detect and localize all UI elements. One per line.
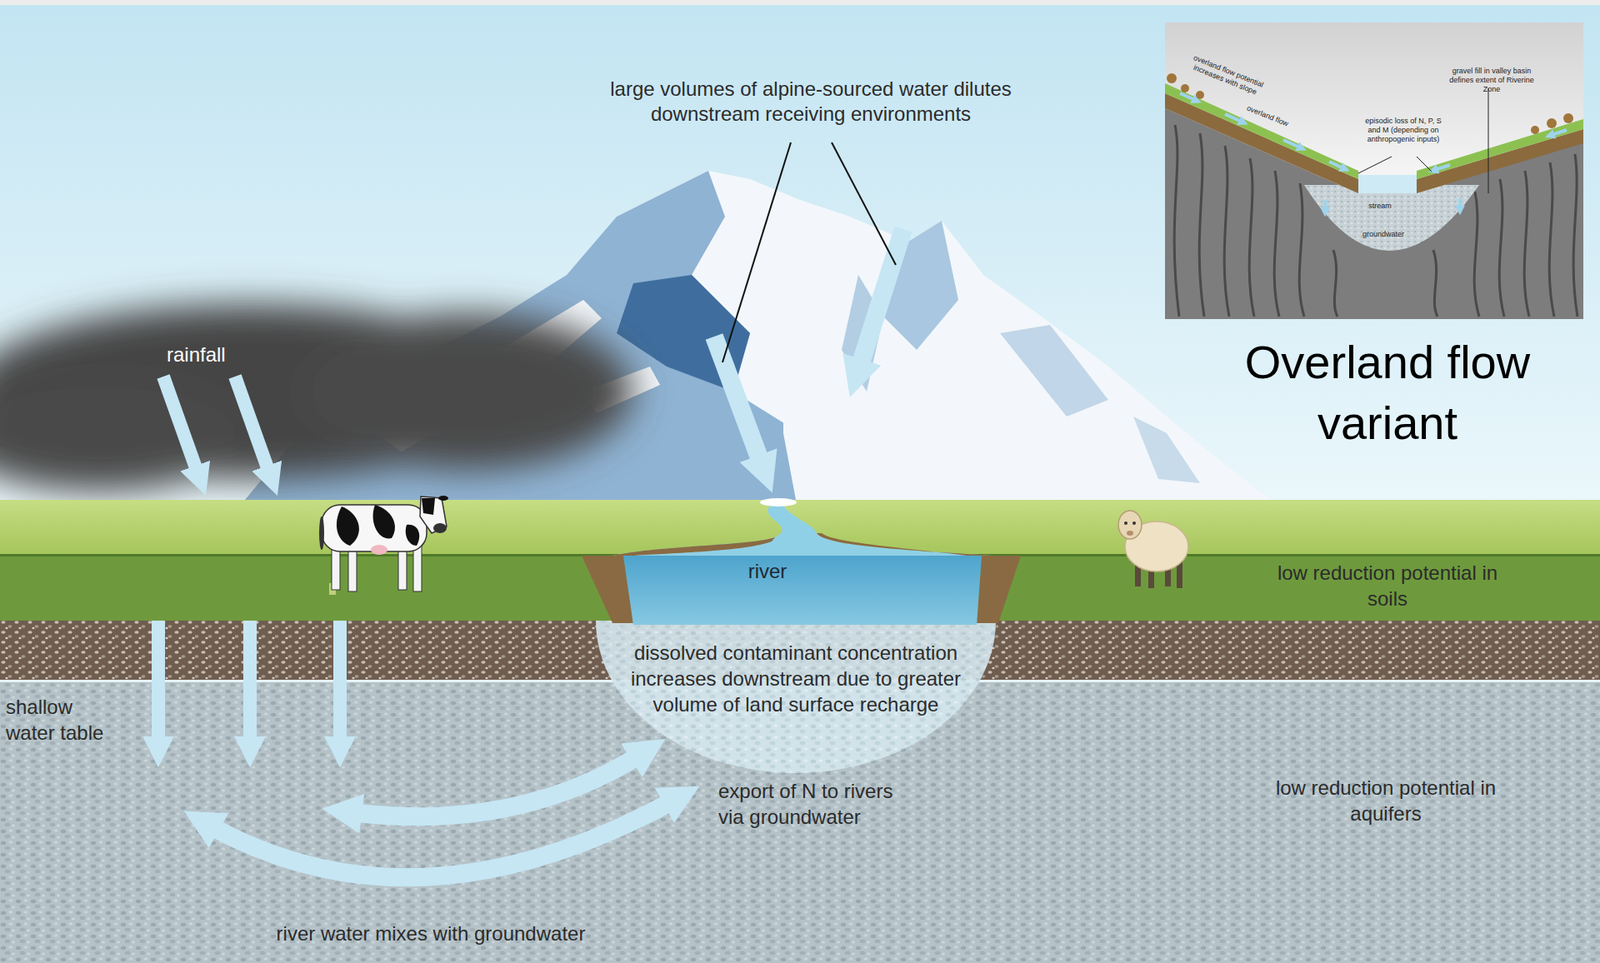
mixing-arrow: [350, 754, 642, 817]
inset-label: overland flow potential increases with s…: [1176, 48, 1277, 103]
inset-illustration: [1165, 22, 1584, 320]
mountain-body: [245, 170, 1271, 500]
node-text: dissolved contaminant concentration incr…: [616, 640, 975, 718]
aquifer-note: low reduction potential in aquifers: [1260, 775, 1511, 827]
soil-note: low reduction potential in soils: [1262, 560, 1513, 612]
inset-label: overland flow: [1238, 100, 1296, 131]
recharge-arrow: [333, 620, 347, 746]
recharge-arrow: [151, 620, 165, 746]
river-source: [760, 498, 797, 507]
mixing-note: river water mixes with groundwater: [222, 921, 640, 947]
rainfall-arrow: [163, 376, 199, 475]
inset-label: episodic loss of N, P, S and M (dependin…: [1360, 116, 1447, 145]
river-bank: [976, 555, 1021, 624]
export-note: export of N to rivers via groundwater: [718, 778, 906, 830]
inset-stream: [1358, 175, 1417, 194]
inset-arrows: [1180, 93, 1567, 210]
inset-soil: [1416, 129, 1584, 194]
top-strip: [0, 0, 1600, 5]
valley-gravel: [1304, 185, 1480, 251]
water-table-label: shallow water table: [5, 694, 115, 746]
rainfall-label: rainfall: [166, 342, 267, 368]
bedrock: [1165, 108, 1584, 320]
snow-streak: [783, 358, 834, 500]
recharge-arrow: [243, 620, 257, 746]
mountain-shade: [1000, 325, 1109, 417]
leader-line: [722, 142, 791, 363]
sheep: [1118, 510, 1189, 589]
river-bank: [816, 533, 992, 556]
groundwater-lens: [595, 620, 996, 774]
inset-soil: [1165, 93, 1359, 194]
cow: [319, 495, 449, 595]
river-surface: [612, 502, 992, 556]
alpine-water-arrow: [714, 336, 763, 467]
river-channel: river: [721, 559, 814, 585]
mountain-shade: [1133, 416, 1200, 484]
inset-grass: [1165, 83, 1359, 180]
callout-text: large volumes of alpine-sourced water di…: [560, 76, 1061, 127]
inset-caption: Overland flow variant: [1200, 331, 1575, 454]
inset-label: gravel fill in valley basin defines exte…: [1443, 66, 1540, 95]
inset-sky: [1165, 22, 1584, 320]
groundwater-lens: dissolved contaminant concentration incr…: [616, 640, 975, 718]
river-bank: [612, 537, 775, 556]
rainfall-arrow: [235, 376, 270, 475]
inset-grass: [1416, 119, 1584, 180]
leader-lines: [722, 142, 896, 363]
land-surface: [0, 500, 1600, 556]
alpine-water-arrow: [858, 229, 904, 371]
inset-label: stream: [1355, 201, 1405, 211]
river-water: [623, 555, 982, 625]
mountain: [245, 170, 1271, 500]
rain-cloud: [0, 304, 634, 492]
leader-line: [831, 142, 896, 265]
node-text: river: [721, 559, 814, 585]
inset-leader-lines: [1358, 88, 1489, 194]
inset-label: groundwater: [1345, 230, 1421, 240]
